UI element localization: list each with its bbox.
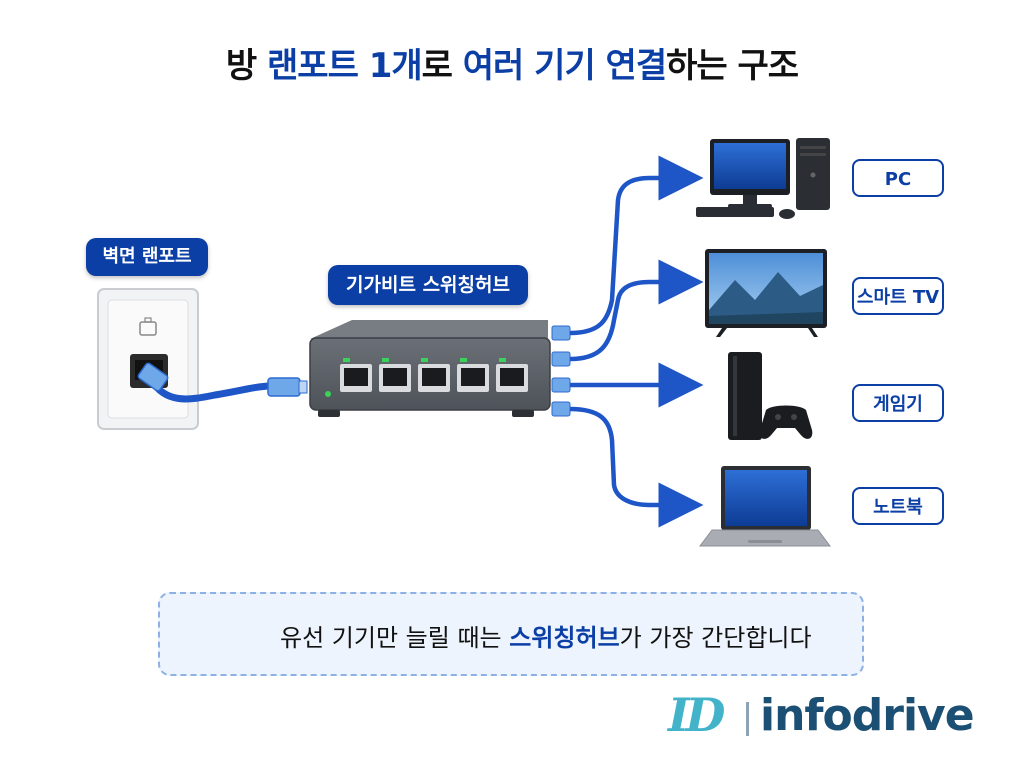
output-cables xyxy=(569,155,704,528)
logo-divider xyxy=(746,702,749,736)
device-label-console: 게임기 xyxy=(852,384,944,422)
hub-port xyxy=(418,358,450,392)
tip-text-part: 가 가장 간단합니다 xyxy=(619,624,812,652)
page-title: 방 랜포트 1개로 여러 기기 연결하는 구조 xyxy=(0,38,1024,87)
network-icon xyxy=(139,317,157,336)
hub-port xyxy=(340,358,372,392)
tip-text-part: 유선 기기만 늘릴 때는 xyxy=(280,624,510,652)
device-label-laptop: 노트북 xyxy=(852,487,944,525)
tip-highlight: 스위칭허브 xyxy=(509,624,620,652)
hub-port xyxy=(496,358,528,392)
switch-hub xyxy=(309,320,551,417)
pc-icon xyxy=(696,138,830,219)
tip-text: 유선 기기만 늘릴 때는 스위칭허브가 가장 간단합니다 xyxy=(280,618,812,653)
hub-port xyxy=(379,358,411,392)
brand-logo: ID infodrive xyxy=(668,688,1008,748)
wall-port-plate xyxy=(97,288,199,430)
cable-to-tv xyxy=(569,259,704,362)
wall-port-label: 벽면 랜포트 xyxy=(86,238,208,276)
title-part: 하는 구조 xyxy=(666,46,799,86)
device-label-smart-tv: 스마트 TV xyxy=(852,277,944,315)
tv-icon xyxy=(705,249,827,337)
title-highlight: 여러 기기 연결 xyxy=(462,46,667,86)
title-part: 방 xyxy=(225,46,268,86)
tip-box: 유선 기기만 늘릴 때는 스위칭허브가 가장 간단합니다 xyxy=(158,592,864,676)
laptop-icon xyxy=(699,466,831,547)
title-highlight: 랜포트 1개 xyxy=(267,46,423,86)
output-plugs xyxy=(551,325,571,417)
device-label-pc: PC xyxy=(852,159,944,197)
title-part: 로 xyxy=(421,46,463,86)
game-console-icon xyxy=(728,352,813,440)
rj45-plug xyxy=(137,362,308,397)
hub-ports xyxy=(340,358,528,392)
wall-cable xyxy=(146,374,282,403)
switch-hub-label: 기가비트 스위칭허브 xyxy=(328,265,528,305)
cable-to-pc xyxy=(569,155,704,336)
hub-port xyxy=(457,358,489,392)
logo-text: infodrive xyxy=(760,690,975,741)
cable-to-laptop xyxy=(569,406,704,528)
logo-mark: ID xyxy=(668,688,725,742)
